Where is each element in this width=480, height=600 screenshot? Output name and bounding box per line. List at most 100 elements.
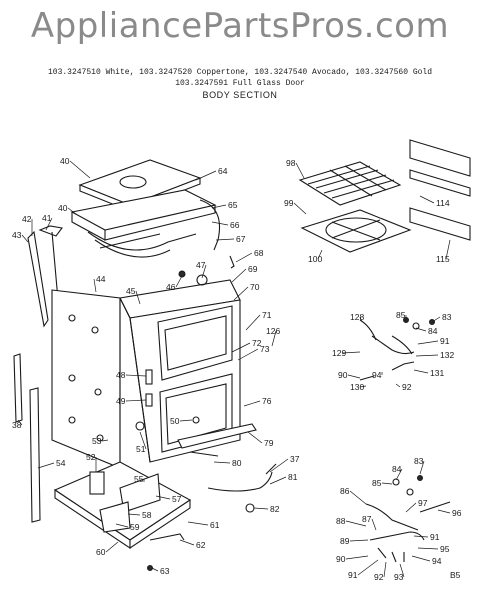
callout-94-b-leader	[411, 555, 431, 562]
side-trim-part	[27, 225, 63, 328]
callout-70: 70	[250, 282, 260, 292]
callout-129-leader	[341, 351, 361, 354]
callout-47-leader	[201, 264, 207, 279]
callout-96: 96	[452, 508, 462, 518]
callout-40-top-leader	[69, 160, 91, 179]
callout-129: 129	[332, 348, 346, 358]
callout-92-b: 92	[374, 572, 384, 582]
callout-99: 99	[284, 198, 294, 208]
callout-97: 97	[418, 498, 428, 508]
callout-62: 62	[196, 540, 206, 550]
callout-54: 54	[56, 458, 66, 468]
callout-86-leader	[349, 490, 367, 505]
callout-38: 38	[12, 420, 22, 430]
callout-40-left-leader	[67, 207, 77, 215]
page-code: B5	[450, 570, 461, 580]
callout-93-leader	[399, 563, 405, 578]
callout-94-b: 94	[432, 556, 442, 566]
watermark: AppliancePartsPros.com	[30, 6, 450, 46]
callout-38-leader	[17, 419, 23, 426]
callout-95-leader	[417, 547, 439, 550]
callout-91-a-leader	[417, 340, 439, 345]
callout-95: 95	[440, 544, 450, 554]
rack-guides-part	[409, 139, 471, 241]
bottom-pan-part	[53, 461, 192, 571]
callout-73: 73	[260, 344, 270, 354]
callout-92-a: 92	[402, 382, 412, 392]
callout-72-leader	[231, 342, 251, 353]
callout-53: 53	[92, 436, 102, 446]
callout-60: 60	[96, 547, 106, 557]
callout-84-b-leader	[395, 468, 403, 481]
model-list-line-2: 103.3247591 Full Glass Door	[175, 79, 305, 88]
callout-85-b-leader	[381, 482, 393, 485]
callout-68: 68	[254, 248, 264, 258]
callout-97-leader	[405, 502, 417, 513]
callout-88: 88	[336, 516, 346, 526]
callout-60-leader	[105, 541, 119, 553]
callout-58-leader	[127, 513, 141, 516]
callout-91-a: 91	[440, 336, 450, 346]
callout-73-leader	[237, 348, 259, 361]
callout-87-leader	[371, 518, 377, 531]
callout-45: 45	[126, 286, 136, 296]
callout-55: 55	[134, 474, 144, 484]
callout-85-b: 85	[372, 478, 382, 488]
callout-82-leader	[253, 507, 269, 510]
callout-70-leader	[233, 286, 249, 301]
callout-126-leader	[271, 330, 277, 347]
callout-71: 71	[262, 310, 272, 320]
left-side-panel-part	[51, 289, 121, 469]
callout-58: 58	[142, 510, 152, 520]
callout-54-leader	[37, 462, 55, 469]
callout-59-leader	[115, 523, 129, 528]
oven-top-frame-part	[70, 189, 221, 258]
callout-98: 98	[286, 158, 296, 168]
callout-37: 37	[290, 454, 300, 464]
callout-61-leader	[187, 521, 209, 526]
callout-63-leader	[151, 567, 159, 572]
callout-91-c: 91	[348, 570, 358, 580]
callout-48: 48	[116, 370, 126, 380]
model-list-line-1: 103.3247510 White, 103.3247520 Copperton…	[47, 68, 433, 77]
callout-68-leader	[235, 252, 253, 263]
callout-99-leader	[293, 202, 307, 215]
callout-90-a: 90	[338, 370, 348, 380]
callout-69: 69	[248, 264, 258, 274]
callout-84-b: 84	[392, 464, 402, 474]
callout-85-a: 85	[396, 310, 406, 320]
callout-37-leader	[269, 458, 289, 473]
callout-84-a-leader	[415, 327, 427, 332]
callout-51: 51	[136, 444, 146, 454]
callout-64-leader	[195, 170, 217, 181]
section-title: BODY SECTION	[202, 90, 278, 100]
callout-67-leader	[215, 238, 235, 241]
callout-43: 43	[12, 230, 22, 240]
callout-44-leader	[93, 278, 97, 293]
callout-45-leader	[135, 290, 141, 305]
callout-91-b-leader	[413, 535, 429, 538]
callout-89: 89	[340, 536, 350, 546]
callout-67: 67	[236, 234, 246, 244]
callout-79-leader	[247, 431, 263, 444]
callout-81-leader	[269, 476, 287, 485]
callout-128: 128	[350, 312, 364, 322]
callout-83-b-leader	[419, 460, 425, 475]
callout-63: 63	[160, 566, 170, 576]
callout-43-leader	[21, 234, 29, 243]
callout-98-leader	[295, 162, 305, 179]
callout-96-leader	[437, 509, 451, 514]
callout-44: 44	[96, 274, 106, 284]
callout-72: 72	[252, 338, 262, 348]
callout-115-leader	[445, 239, 451, 260]
callout-90-b-leader	[345, 555, 369, 560]
callout-50-leader	[179, 419, 193, 422]
callout-49: 49	[116, 396, 126, 406]
wiring-harness-part	[207, 463, 277, 513]
callout-83-b: 83	[414, 456, 424, 466]
callout-115: 115	[436, 254, 450, 264]
callout-47: 47	[196, 260, 206, 270]
callout-64: 64	[218, 166, 228, 176]
callout-84-a: 84	[428, 326, 438, 336]
side-strip-part	[13, 353, 41, 523]
